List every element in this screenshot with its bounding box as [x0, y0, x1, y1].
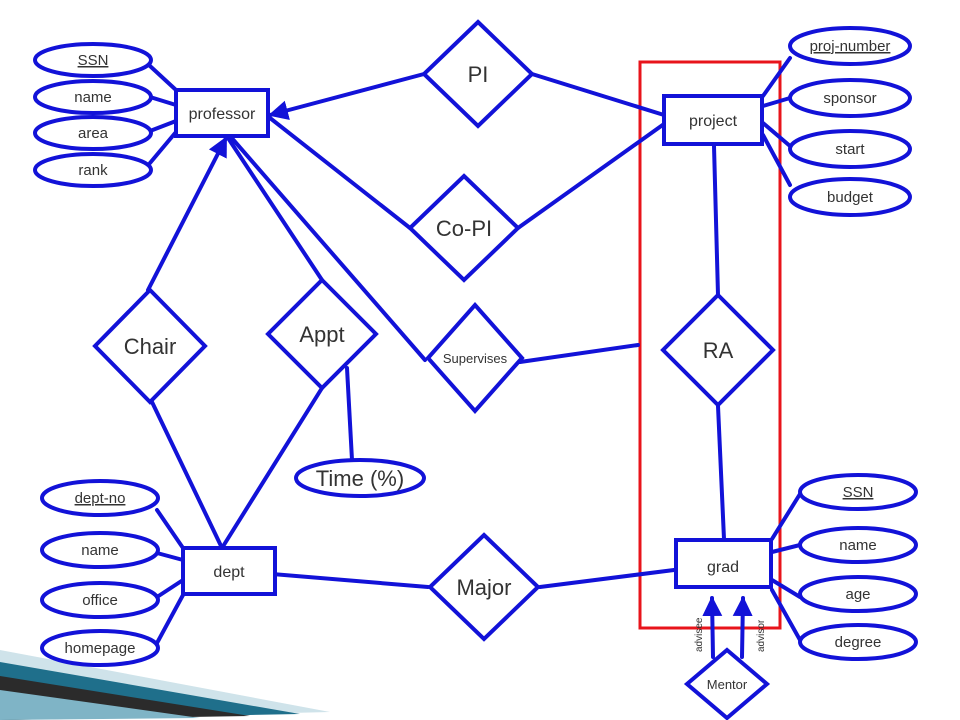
svg-text:degree: degree — [835, 634, 882, 651]
dept-attr-dept-no: dept-no — [40, 479, 160, 517]
svg-text:age: age — [845, 586, 870, 603]
project-attr-proj-number: proj-number — [788, 26, 912, 66]
svg-text:budget: budget — [827, 189, 874, 206]
svg-text:project: project — [689, 113, 738, 130]
svg-text:PI: PI — [468, 62, 489, 87]
svg-text:dept: dept — [213, 564, 245, 581]
svg-text:sponsor: sponsor — [823, 90, 876, 107]
dept-attr-office: office — [40, 581, 160, 619]
professor-attr-area: area — [33, 115, 153, 151]
svg-text:Mentor: Mentor — [707, 677, 748, 692]
connector-lines — [146, 56, 802, 659]
svg-text:area: area — [78, 125, 109, 142]
svg-text:SSN: SSN — [843, 484, 874, 501]
entity-project: project — [662, 94, 764, 146]
grad-attr-name: name — [798, 526, 918, 564]
appt-attr-time: Time (%) — [294, 458, 426, 498]
relationship-chair: Chair — [92, 287, 208, 405]
project-attr-start: start — [788, 129, 912, 169]
svg-text:Major: Major — [456, 575, 511, 600]
relationship-major: Major — [427, 532, 541, 642]
dept-attr-homepage: homepage — [40, 629, 160, 667]
svg-text:name: name — [74, 89, 112, 106]
relationship-mentor: Mentor — [683, 647, 771, 720]
svg-text:RA: RA — [703, 338, 734, 363]
svg-text:dept-no: dept-no — [75, 490, 126, 507]
svg-text:proj-number: proj-number — [810, 38, 891, 55]
relationship-ra: RA — [660, 292, 776, 408]
svg-text:Time (%): Time (%) — [316, 466, 404, 491]
svg-text:Appt: Appt — [299, 322, 344, 347]
entity-dept: dept — [181, 546, 277, 596]
project-attr-sponsor: sponsor — [788, 78, 912, 118]
entity-grad: grad — [674, 538, 773, 589]
svg-text:professor: professor — [189, 106, 256, 123]
professor-attr-name: name — [33, 79, 153, 115]
grad-attr-degree: degree — [798, 623, 918, 661]
dept-attr-name: name — [40, 531, 160, 569]
svg-text:Supervises: Supervises — [443, 351, 508, 366]
corner-stripes — [0, 650, 330, 720]
relationship-pi: PI — [421, 19, 535, 129]
relationship-appt: Appt — [265, 277, 379, 391]
professor-attr-ssn: SSN — [33, 42, 153, 78]
svg-text:SSN: SSN — [78, 52, 109, 69]
grad-attr-ssn: SSN — [798, 473, 918, 511]
svg-text:Chair: Chair — [124, 334, 177, 359]
role-label-advisor: advisor — [756, 619, 767, 652]
svg-text:rank: rank — [78, 162, 108, 179]
relationship-supervises: Supervises — [425, 301, 525, 415]
entity-professor: professor — [174, 88, 270, 138]
role-label-advisee: advisee — [694, 617, 705, 652]
project-attr-budget: budget — [788, 177, 912, 217]
svg-text:start: start — [835, 141, 865, 158]
svg-text:grad: grad — [707, 559, 739, 576]
svg-text:office: office — [82, 592, 118, 609]
professor-attr-rank: rank — [33, 152, 153, 188]
svg-text:Co-PI: Co-PI — [436, 216, 492, 241]
grad-attr-age: age — [798, 575, 918, 613]
svg-text:name: name — [839, 537, 877, 554]
relationship-copi: Co-PI — [407, 173, 521, 283]
svg-text:homepage: homepage — [65, 640, 136, 657]
svg-text:name: name — [81, 542, 119, 559]
